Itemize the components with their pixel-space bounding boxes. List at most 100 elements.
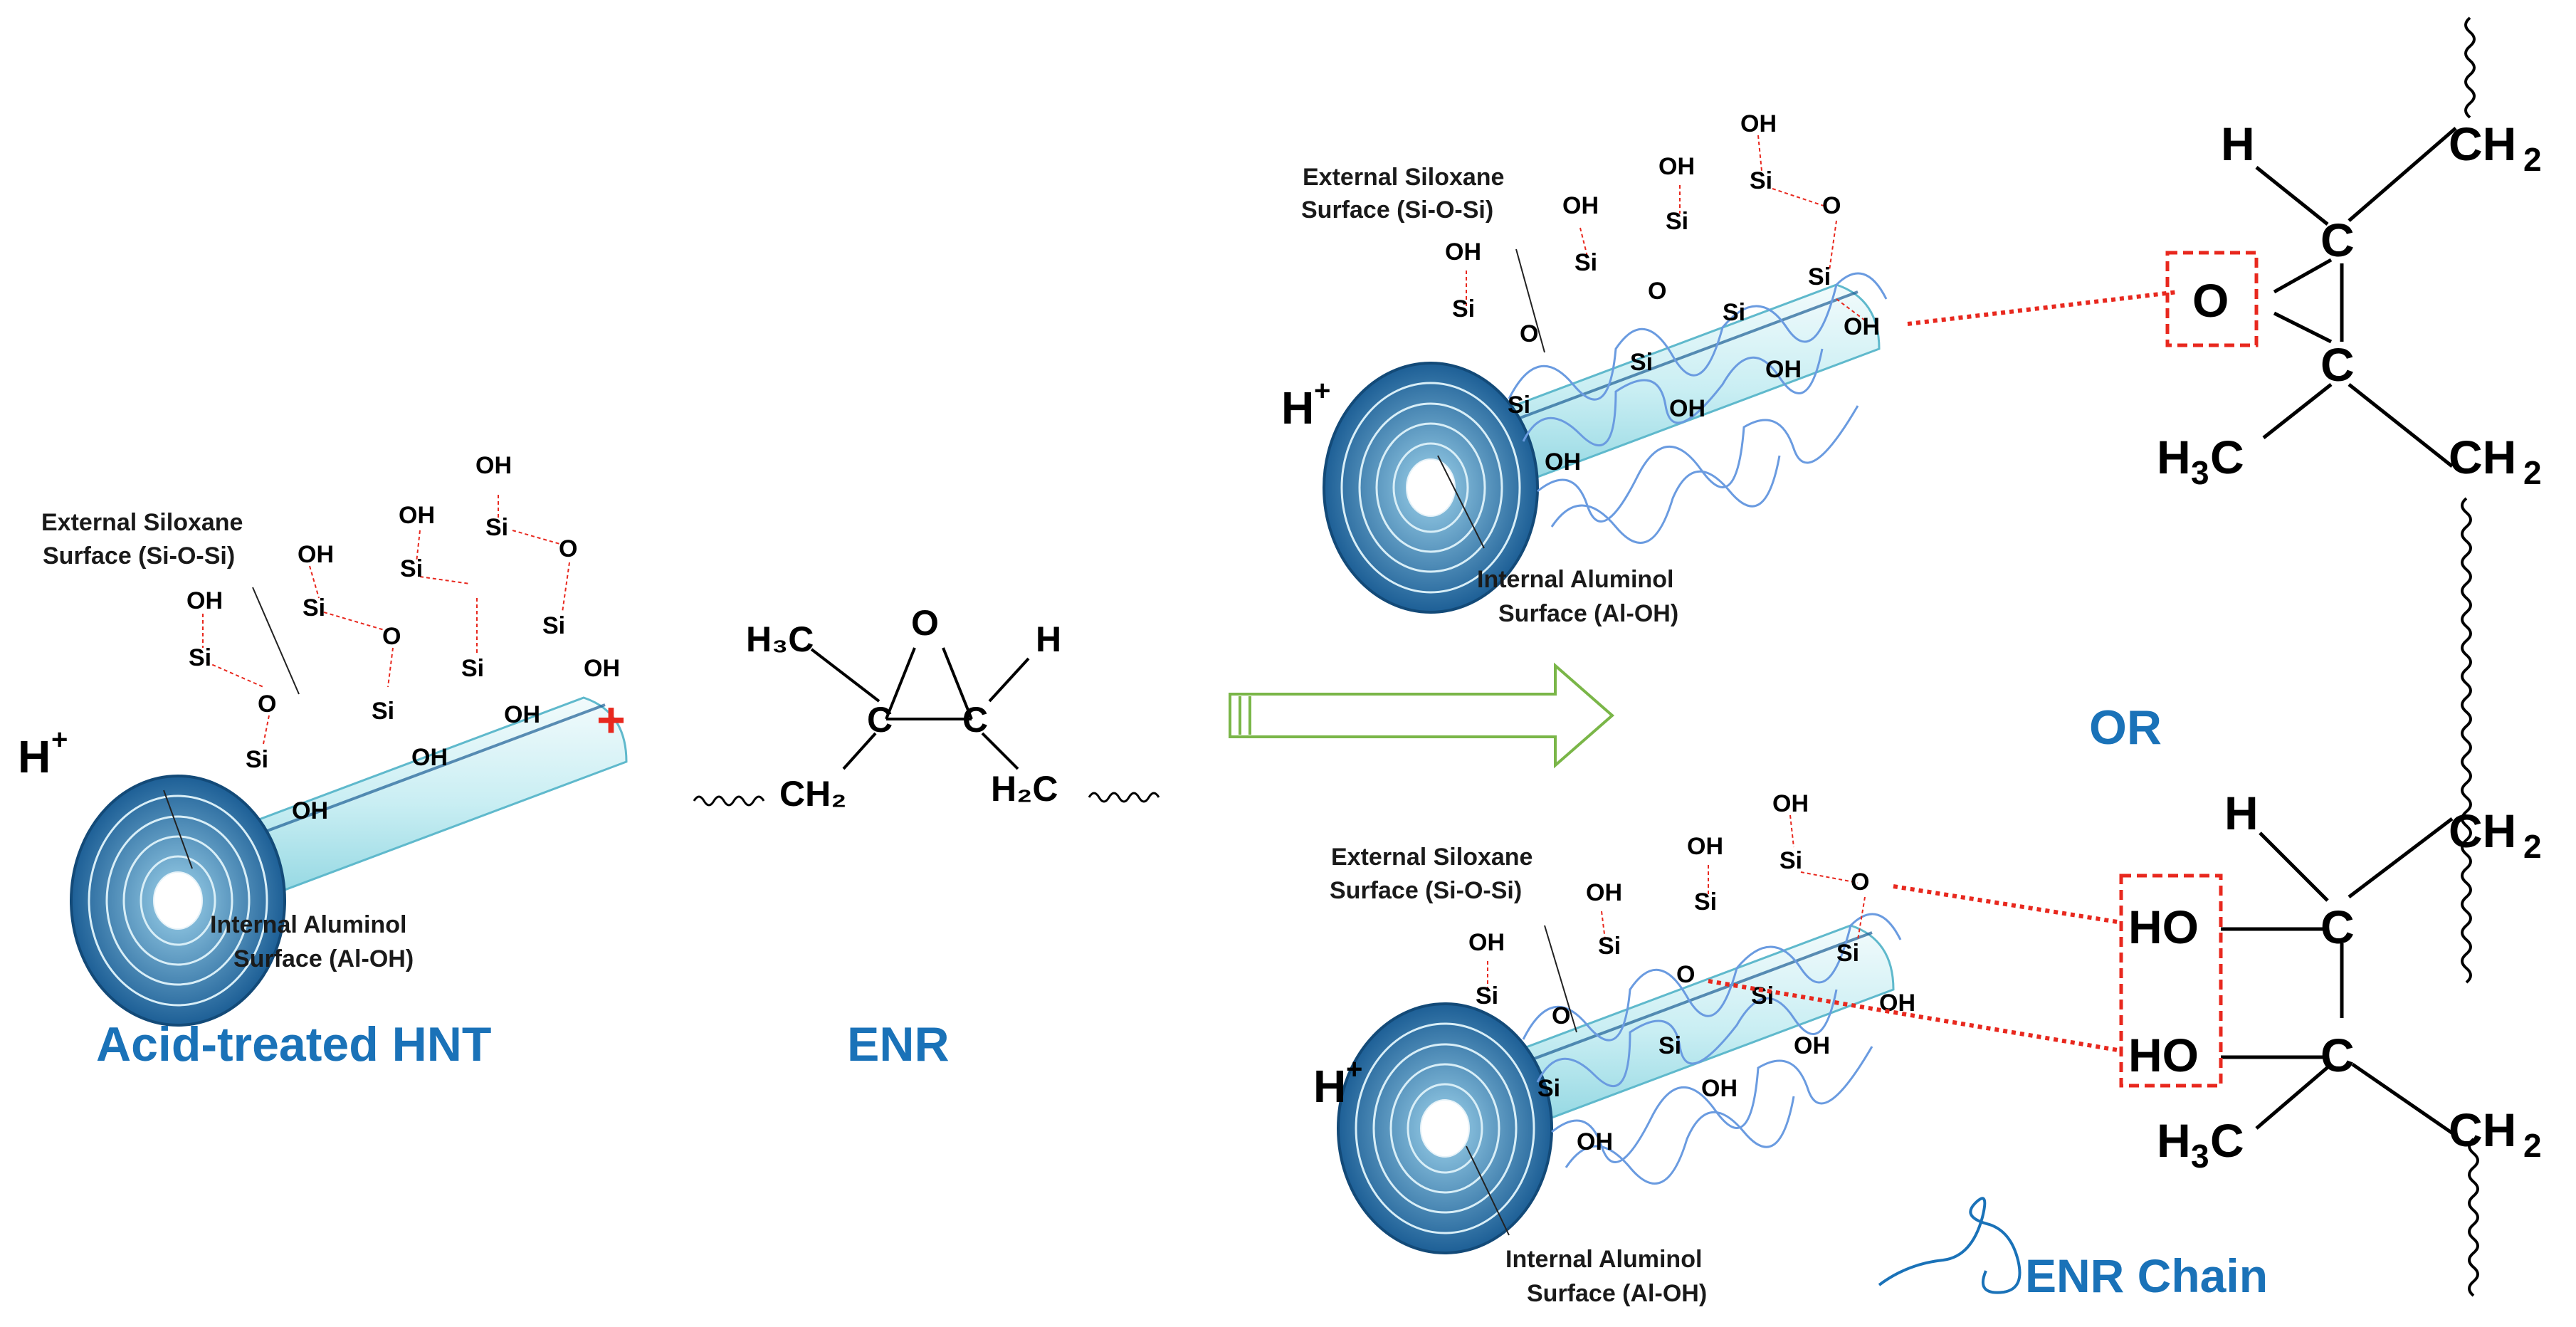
left-si-2: Si bbox=[303, 594, 325, 621]
left-oh-1: OH bbox=[186, 587, 223, 614]
rb-si-6: Si bbox=[1751, 982, 1774, 1009]
rt-internal-pointer bbox=[1437, 455, 1485, 549]
legend-chain-icon bbox=[1878, 1197, 2022, 1294]
left-hnt-group: OH Si OH Si OH Si OH Si O O O Si Si Si S… bbox=[18, 452, 628, 1071]
rb-o-2: O bbox=[1676, 961, 1695, 988]
rt-oh-8: OH bbox=[1545, 449, 1581, 476]
chain-h-mid: H bbox=[2224, 787, 2259, 839]
rb-hbond-1 bbox=[1893, 884, 2118, 924]
rb-si-7: Si bbox=[1658, 1032, 1681, 1059]
left-hnt-tube bbox=[70, 696, 628, 1027]
rt-si-7: Si bbox=[1630, 349, 1653, 376]
rt-oh-3: OH bbox=[1562, 192, 1599, 219]
left-o-1: O bbox=[258, 691, 276, 718]
epoxide-highlight-box bbox=[2165, 251, 2259, 347]
legend: ENR Chain bbox=[1878, 1197, 2268, 1302]
rt-o-1: O bbox=[1822, 192, 1841, 219]
rb-oh-8: OH bbox=[1577, 1128, 1613, 1155]
rt-si-1: Si bbox=[1750, 167, 1772, 194]
left-si-8: Si bbox=[542, 612, 565, 639]
left-oh-3: OH bbox=[399, 502, 435, 529]
enr-h: H bbox=[1036, 619, 1061, 659]
rb-oh-4: OH bbox=[1468, 929, 1505, 956]
rb-external-label-2: Surface (Si-O-Si) bbox=[1330, 877, 1522, 904]
chain-ch2-1: CH bbox=[2449, 117, 2516, 170]
rt-external-label-2: Surface (Si-O-Si) bbox=[1301, 196, 1493, 224]
rb-oh-2: OH bbox=[1687, 833, 1723, 860]
left-proton-charge: + bbox=[51, 724, 68, 755]
left-external-label-2: Surface (Si-O-Si) bbox=[43, 542, 235, 570]
left-oh-2: OH bbox=[298, 541, 334, 568]
chain-c-2: C bbox=[2320, 338, 2355, 391]
chain-h3c-1: H bbox=[2157, 431, 2191, 483]
rb-external-label-1: External Siloxane bbox=[1331, 844, 1533, 871]
rb-external-pointer bbox=[1544, 925, 1577, 1033]
rt-o-2: O bbox=[1648, 278, 1666, 305]
rt-oh-2: OH bbox=[1658, 153, 1695, 180]
chain-h3c-2: H bbox=[2157, 1114, 2191, 1167]
chain-o: O bbox=[2192, 274, 2229, 327]
rb-internal-label-2: Surface (Al-OH) bbox=[1527, 1280, 1707, 1307]
rb-o-1: O bbox=[1851, 869, 1869, 896]
or-label: OR bbox=[2089, 701, 2162, 755]
rb-oh-1: OH bbox=[1772, 790, 1809, 817]
rb-proton-charge: + bbox=[1346, 1054, 1362, 1085]
left-oh-6: OH bbox=[411, 744, 448, 771]
enr-chain-structure: H CH 2 C O C H 3 C CH 2 H CH 2 HO C HO C… bbox=[2119, 16, 2542, 1297]
left-si-4: Si bbox=[485, 514, 508, 541]
rb-internal-label-1: Internal Aluminol bbox=[1505, 1246, 1702, 1273]
left-surface-bonds bbox=[202, 495, 570, 745]
left-si-5: Si bbox=[246, 746, 268, 773]
right-bottom-hnt-group: OH Si OH Si OH Si OH Si O O O Si Si Si S… bbox=[1313, 790, 2118, 1307]
left-external-pointer bbox=[252, 587, 300, 695]
enr-title: ENR bbox=[847, 1017, 950, 1071]
rt-oh-1: OH bbox=[1740, 110, 1777, 137]
chain-h3c-2-sub: 3 bbox=[2191, 1138, 2209, 1175]
left-o-3: O bbox=[559, 535, 577, 562]
right-top-hnt-tube bbox=[1323, 283, 1881, 614]
rb-oh-6: OH bbox=[1794, 1032, 1830, 1059]
left-oh-5: OH bbox=[292, 797, 328, 824]
enr-c-1: C bbox=[867, 700, 893, 740]
rb-si-3: Si bbox=[1598, 933, 1621, 960]
left-o-2: O bbox=[382, 623, 401, 650]
rb-o-3: O bbox=[1552, 1002, 1570, 1029]
chain-h3c-1-sub: 3 bbox=[2191, 454, 2209, 491]
enr-c-2: C bbox=[962, 700, 988, 740]
right-bottom-atoms: OH Si OH Si OH Si OH Si O O O Si Si Si S… bbox=[1468, 790, 1915, 1155]
chain-c-4: C bbox=[2320, 1029, 2355, 1081]
rb-si-2: Si bbox=[1694, 888, 1717, 916]
plus-sign: + bbox=[596, 692, 626, 748]
right-bottom-enr-chains bbox=[1522, 913, 1902, 1185]
rb-si-5: Si bbox=[1836, 940, 1859, 967]
legend-label: ENR Chain bbox=[2025, 1249, 2268, 1302]
left-si-6: Si bbox=[372, 698, 394, 725]
enr-h2c: H₂C bbox=[991, 769, 1058, 809]
left-oh-7: OH bbox=[504, 701, 540, 728]
left-internal-label-1: Internal Aluminol bbox=[210, 911, 406, 938]
rt-external-label-1: External Siloxane bbox=[1303, 164, 1504, 191]
hydroxyl-highlight-box bbox=[2119, 874, 2223, 1088]
rb-internal-pointer bbox=[1466, 1145, 1510, 1236]
chain-ch2-3-sub: 2 bbox=[2523, 828, 2542, 865]
rt-o-3: O bbox=[1520, 320, 1538, 347]
left-internal-pointer bbox=[163, 790, 193, 869]
rt-external-pointer bbox=[1515, 248, 1545, 353]
chain-c-1: C bbox=[2320, 214, 2355, 266]
left-surface-atoms: OH Si OH Si OH Si OH Si O O O Si Si Si S… bbox=[186, 452, 620, 824]
chain-ch2-1-sub: 2 bbox=[2523, 141, 2542, 178]
rt-si-4: Si bbox=[1452, 295, 1475, 322]
rb-hbond-2 bbox=[1708, 979, 2118, 1052]
left-si-7: Si bbox=[461, 655, 484, 682]
enr-molecule: H₃C O H C C CH₂ H₂C ENR bbox=[693, 603, 1160, 1071]
left-si-1: Si bbox=[189, 644, 211, 671]
rb-oh-7: OH bbox=[1701, 1075, 1738, 1102]
left-proton: H bbox=[18, 731, 51, 782]
rt-hbond bbox=[1907, 290, 2179, 326]
left-oh-8: OH bbox=[584, 655, 620, 682]
right-top-enr-chains bbox=[1508, 272, 1888, 544]
rt-internal-label-1: Internal Aluminol bbox=[1477, 566, 1673, 593]
rt-proton: H bbox=[1281, 382, 1314, 434]
right-bottom-bonds bbox=[1487, 814, 1866, 990]
